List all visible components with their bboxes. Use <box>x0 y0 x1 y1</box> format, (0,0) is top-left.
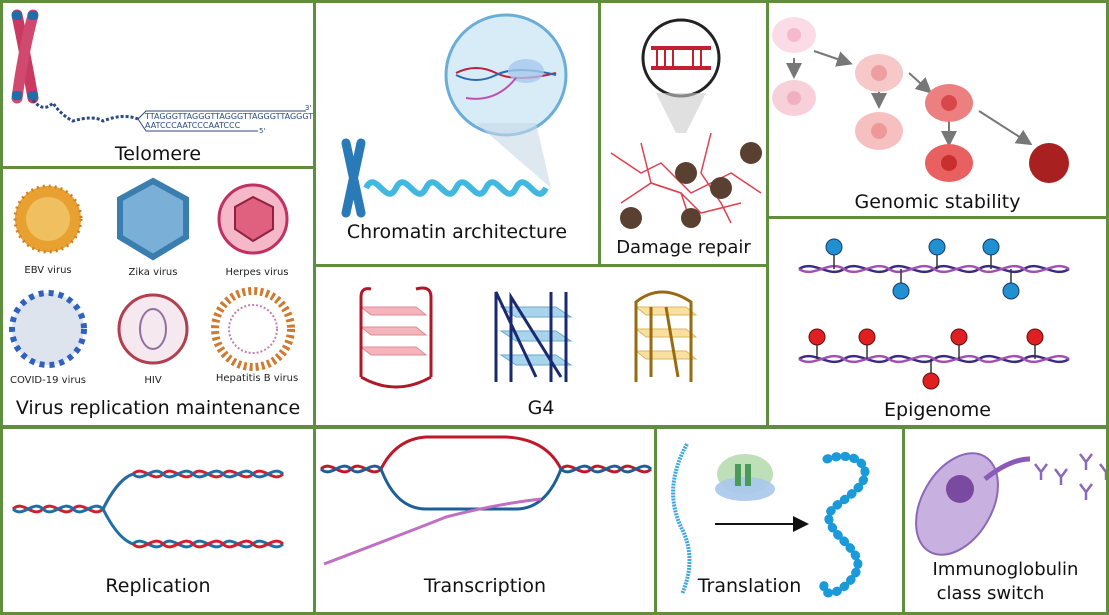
virus-label-hiv: HIV <box>144 375 162 386</box>
virus-label-ebv: EBV virus <box>24 265 72 276</box>
virus-label-covid: COVID-19 virus <box>9 375 87 386</box>
genomic-stability-illustration <box>772 17 1069 183</box>
replication-panel: Replication <box>0 426 316 615</box>
damage-repair-illustration <box>610 18 762 229</box>
translation-illustration <box>671 443 870 598</box>
virus-panel: EBV virus Zika virus Herpes virus COVID-… <box>0 166 316 428</box>
genomic-stability-panel: Genomic stability <box>766 0 1109 219</box>
g4-illustration <box>359 286 698 389</box>
transcription-title: Transcription <box>423 575 547 597</box>
damage-repair-title: Damage repair <box>616 237 751 258</box>
replication-illustration <box>11 469 285 549</box>
epigenome-illustration <box>798 238 1070 390</box>
telomere-illustration <box>11 9 306 132</box>
transcription-panel: Transcription <box>313 426 657 615</box>
telomere-panel: TTAGGGTTAGGGTTAGGGTTAGGGTTAGGGTTAGGG AAT… <box>0 0 316 169</box>
immunoglobulin-illustration <box>915 452 1106 556</box>
immunoglobulin-title-line1: Immunoglobulin <box>932 559 1079 580</box>
immunoglobulin-title-line2: class switch <box>936 583 1045 604</box>
virus-label-hbv: Hepatitis B virus <box>215 373 299 384</box>
virus-label-herpes: Herpes virus <box>225 267 289 278</box>
translation-title: Translation <box>697 575 802 597</box>
transcription-illustration <box>319 435 653 566</box>
virus-label-zika: Zika virus <box>128 267 178 278</box>
virus-title: Virus replication maintenance <box>15 397 301 419</box>
translation-panel: Translation <box>654 426 905 615</box>
telomere-top-strand: TTAGGGTTAGGGTTAGGGTTAGGGTTAGGGTTAGGG <box>145 112 314 121</box>
immunoglobulin-panel: Immunoglobulin class switch <box>902 426 1109 615</box>
damage-repair-panel: Damage repair <box>598 0 769 267</box>
telomere-bottom-strand: AATCCCAATCCCAATCCC <box>145 121 241 130</box>
g4-title: G4 <box>527 397 555 419</box>
genomic-stability-title: Genomic stability <box>854 191 1021 213</box>
g4-panel: G4 <box>313 264 769 428</box>
chromatin-title: Chromatin architecture <box>346 221 568 243</box>
epigenome-panel: Epigenome <box>766 216 1109 428</box>
chromatin-panel: Chromatin architecture <box>313 0 601 267</box>
telomere-3-prime: 3' <box>305 104 312 112</box>
chromatin-illustration <box>341 13 568 218</box>
virus-illustrations <box>9 177 295 371</box>
epigenome-title: Epigenome <box>884 399 991 421</box>
telomere-5-prime: 5' <box>259 127 266 135</box>
replication-title: Replication <box>105 575 211 597</box>
telomere-title: Telomere <box>114 143 202 165</box>
